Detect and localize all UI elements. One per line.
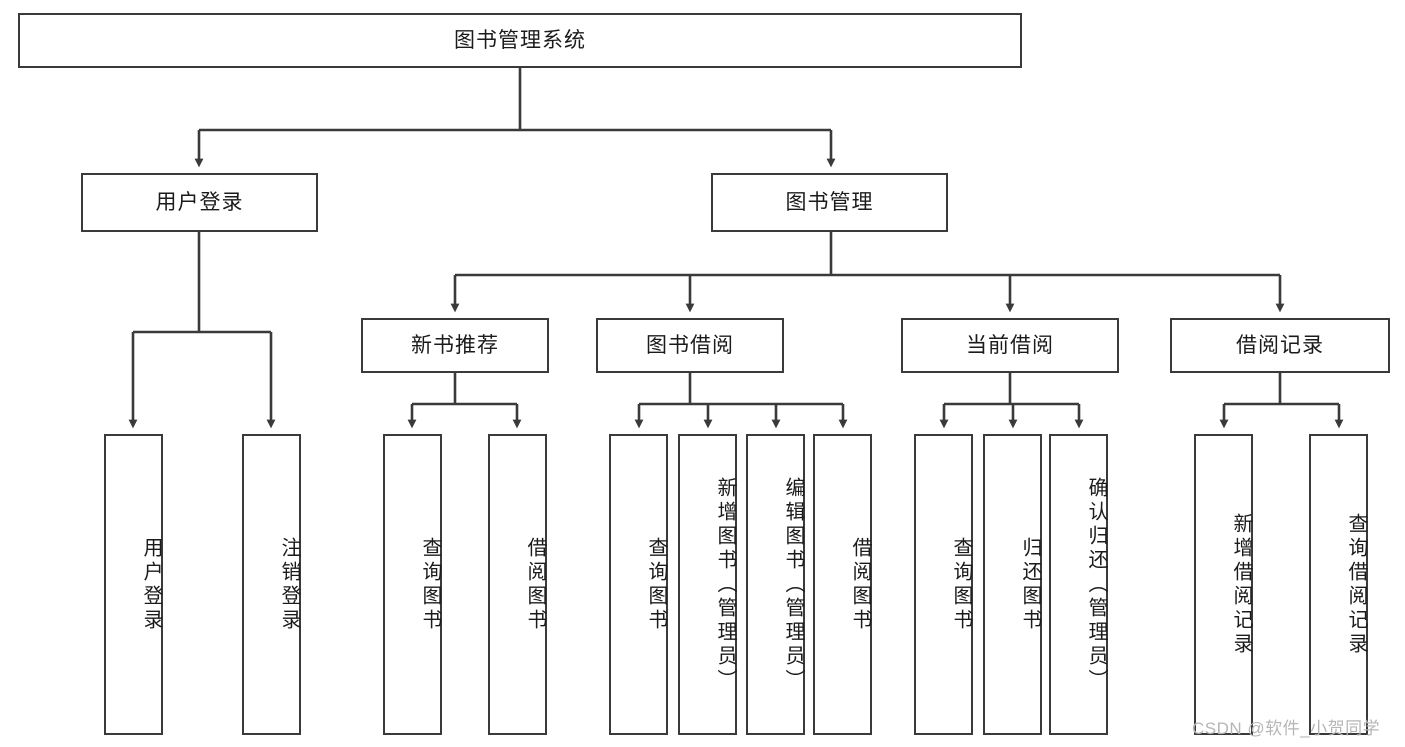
node-root-system[interactable]: 图书管理系统 bbox=[18, 13, 1022, 68]
node-label: 查询图书 bbox=[645, 536, 667, 633]
leaf-new-book-borrow[interactable]: 借阅图书 bbox=[488, 434, 547, 735]
leaf-user-login-logout[interactable]: 注销登录 bbox=[242, 434, 301, 735]
node-new-book-recommend[interactable]: 新书推荐 bbox=[361, 318, 549, 373]
leaf-borrow-query-book[interactable]: 查询图书 bbox=[609, 434, 668, 735]
leaf-new-book-query[interactable]: 查询图书 bbox=[383, 434, 442, 735]
watermark-credit: CSDN @软件_小贺同学 bbox=[1192, 719, 1381, 738]
node-label: 借阅图书 bbox=[524, 536, 546, 633]
node-label: 图书管理 bbox=[785, 190, 874, 214]
node-label: 借阅图书 bbox=[849, 536, 871, 633]
node-label: 注销登录 bbox=[278, 536, 300, 633]
node-book-borrow[interactable]: 图书借阅 bbox=[596, 318, 784, 373]
node-label: 当前借阅 bbox=[966, 333, 1054, 357]
leaf-borrow-borrow-book[interactable]: 借阅图书 bbox=[813, 434, 872, 735]
node-label: 新增图书（管理员） bbox=[714, 476, 736, 693]
leaf-current-confirm-return-admin[interactable]: 确认归还（管理员） bbox=[1049, 434, 1108, 735]
node-current-borrow[interactable]: 当前借阅 bbox=[901, 318, 1119, 373]
node-user-login[interactable]: 用户登录 bbox=[81, 173, 318, 232]
node-label: 新增借阅记录 bbox=[1230, 512, 1252, 657]
node-label: 编辑图书（管理员） bbox=[782, 476, 804, 693]
leaf-borrow-edit-book-admin[interactable]: 编辑图书（管理员） bbox=[746, 434, 805, 735]
node-book-management[interactable]: 图书管理 bbox=[711, 173, 948, 232]
leaf-record-add-record[interactable]: 新增借阅记录 bbox=[1194, 434, 1253, 735]
node-label: 新书推荐 bbox=[411, 333, 499, 357]
node-label: 查询图书 bbox=[419, 536, 441, 633]
node-label: 图书借阅 bbox=[646, 333, 734, 357]
node-borrow-record[interactable]: 借阅记录 bbox=[1170, 318, 1390, 373]
leaf-user-login-signin[interactable]: 用户登录 bbox=[104, 434, 163, 735]
node-label: 借阅记录 bbox=[1236, 333, 1324, 357]
node-label: 归还图书 bbox=[1019, 536, 1041, 633]
node-label: 查询借阅记录 bbox=[1345, 512, 1367, 657]
node-label: 查询图书 bbox=[950, 536, 972, 633]
leaf-current-return-book[interactable]: 归还图书 bbox=[983, 434, 1042, 735]
leaf-borrow-add-book-admin[interactable]: 新增图书（管理员） bbox=[678, 434, 737, 735]
node-label: 用户登录 bbox=[140, 536, 162, 633]
leaf-record-query-record[interactable]: 查询借阅记录 bbox=[1309, 434, 1368, 735]
node-label: 用户登录 bbox=[155, 190, 244, 214]
node-label: 确认归还（管理员） bbox=[1085, 476, 1107, 693]
node-label: 图书管理系统 bbox=[454, 28, 586, 52]
leaf-current-query-book[interactable]: 查询图书 bbox=[914, 434, 973, 735]
